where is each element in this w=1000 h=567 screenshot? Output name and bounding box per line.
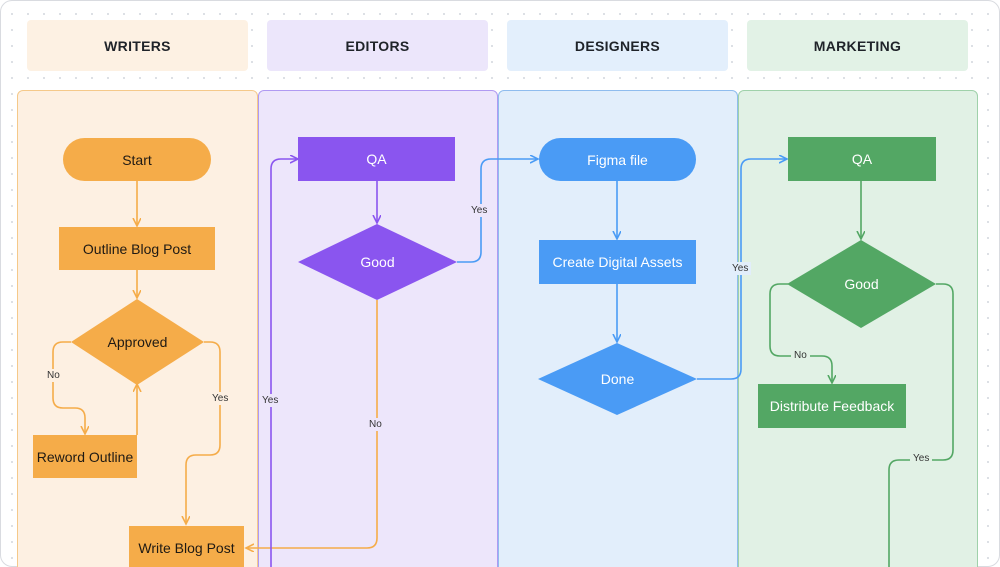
edge-editors-no-to-write xyxy=(247,300,378,548)
edge-label-marketing-good-yes: Yes xyxy=(910,452,933,465)
write-blog-post-node[interactable]: Write Blog Post xyxy=(129,526,244,567)
distribute-feedback-node[interactable]: Distribute Feedback xyxy=(758,384,906,428)
edge-approved-yes xyxy=(186,341,221,523)
lane-header-writers[interactable]: WRITERS xyxy=(27,20,248,71)
lane-header-editors[interactable]: EDITORS xyxy=(267,20,488,71)
edge-label-marketing-good-no: No xyxy=(791,349,810,362)
approved-diamond-shape xyxy=(71,299,204,385)
edge-label-editors-good-yes: Yes xyxy=(468,204,491,217)
done-decision[interactable]: Done xyxy=(600,371,635,387)
edge-label-editors-good-no: No xyxy=(366,418,385,431)
edge-label-editors-yes-up: Yes xyxy=(259,394,282,407)
approved-decision[interactable]: Approved xyxy=(107,334,168,350)
editors-good-diamond-shape xyxy=(298,224,457,300)
done-diamond-shape xyxy=(538,343,697,415)
lane-header-designers[interactable]: DESIGNERS xyxy=(507,20,728,71)
edge-mkt-good-yes xyxy=(888,283,954,567)
edge-label-approved-no: No xyxy=(44,369,63,382)
figma-file-node[interactable]: Figma file xyxy=(539,138,696,181)
edge-write-yes-to-qa xyxy=(270,159,297,567)
lane-header-marketing[interactable]: MARKETING xyxy=(747,20,968,71)
edge-approved-no xyxy=(52,341,85,433)
create-digital-assets-node[interactable]: Create Digital Assets xyxy=(539,240,696,284)
marketing-good-diamond-shape xyxy=(787,240,936,328)
start-node[interactable]: Start xyxy=(63,138,211,181)
reword-outline-node[interactable]: Reword Outline xyxy=(33,435,137,478)
marketing-good-decision[interactable]: Good xyxy=(844,276,879,292)
edge-mkt-good-no xyxy=(769,283,832,382)
marketing-qa-node[interactable]: QA xyxy=(788,137,936,181)
edge-label-done-yes: Yes xyxy=(729,262,752,275)
edge-label-approved-yes: Yes xyxy=(209,392,232,405)
editors-qa-node[interactable]: QA xyxy=(298,137,455,181)
outline-blog-post-node[interactable]: Outline Blog Post xyxy=(59,227,215,270)
editors-good-decision[interactable]: Good xyxy=(360,254,395,270)
